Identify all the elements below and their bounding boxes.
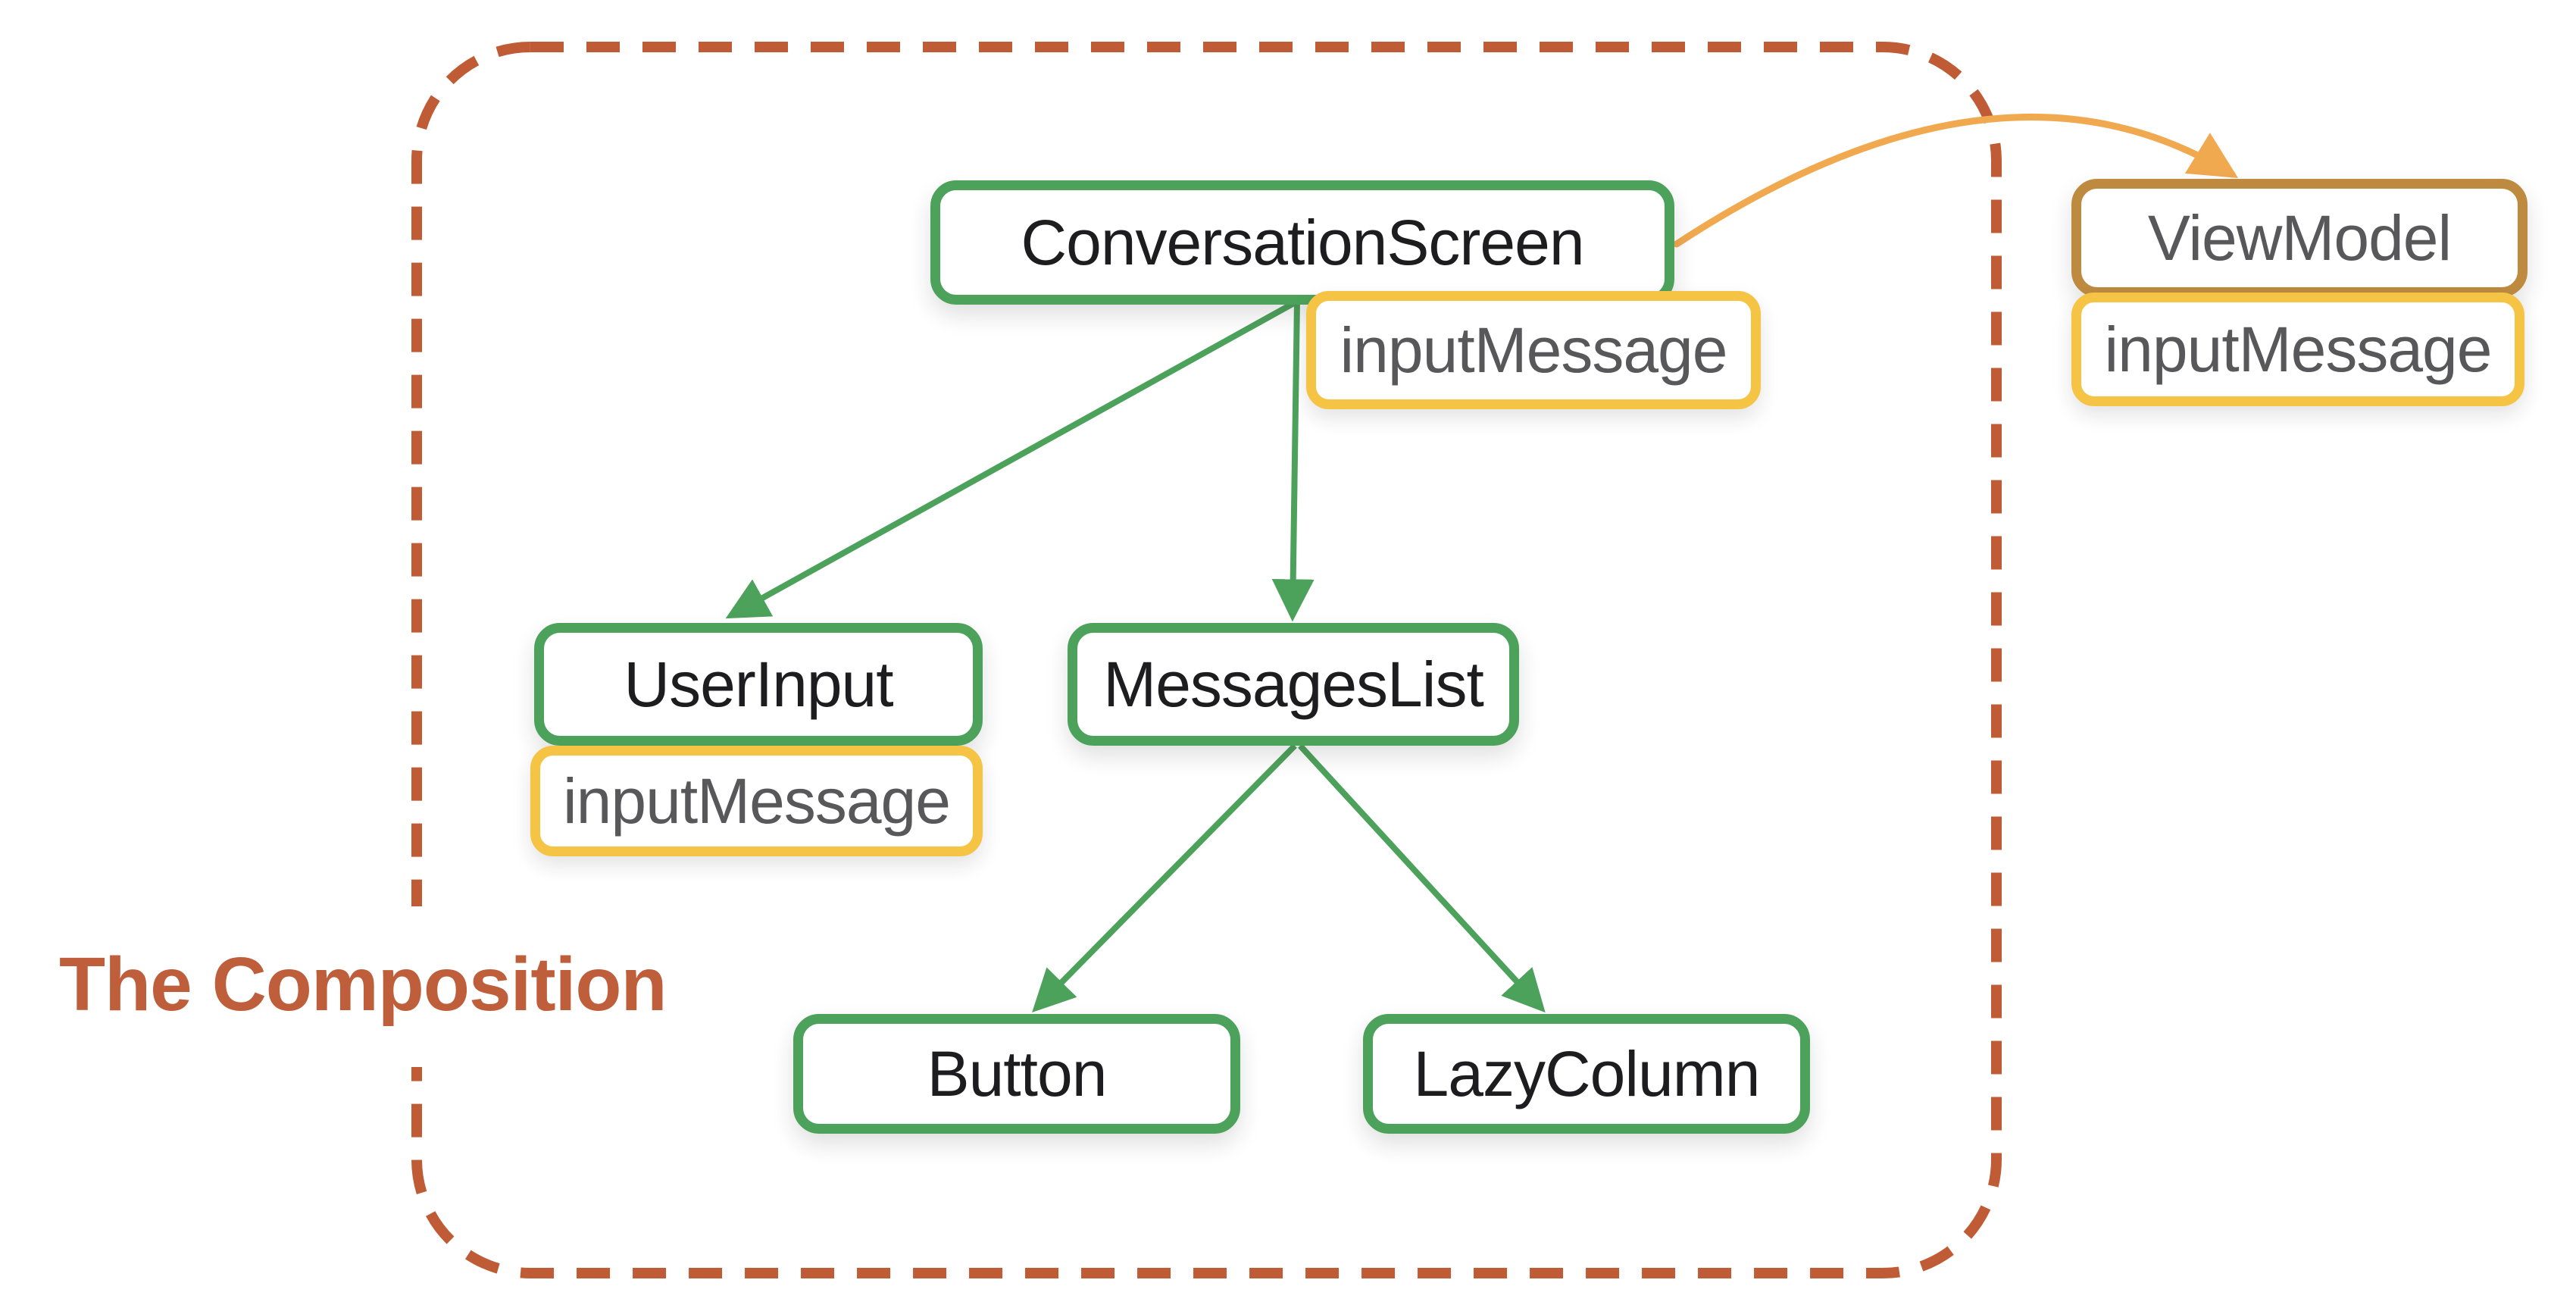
node-lazy-column: LazyColumn bbox=[1363, 1014, 1810, 1134]
edge-conversationscreen-messageslist bbox=[1271, 299, 1315, 622]
edge-conversationscreen-userinput bbox=[725, 297, 1301, 619]
node-button-label: Button bbox=[927, 1037, 1108, 1109]
badge-conversation-screen-state: inputMessage bbox=[1306, 291, 1761, 409]
edge-messageslist-button bbox=[1032, 743, 1297, 1012]
node-view-model: ViewModel bbox=[2071, 179, 2528, 297]
node-messages-list-label: MessagesList bbox=[1103, 648, 1484, 720]
title-backdrop bbox=[36, 906, 692, 1067]
node-user-input: UserInput bbox=[534, 623, 983, 746]
node-conversation-screen-label: ConversationScreen bbox=[1021, 206, 1584, 278]
edge-messageslist-lazycolumn bbox=[1298, 743, 1546, 1013]
composition-title: The Composition bbox=[59, 942, 667, 1027]
badge-view-model-state: inputMessage bbox=[2071, 293, 2524, 406]
badge-user-input-state-label: inputMessage bbox=[563, 765, 951, 837]
node-button: Button bbox=[793, 1014, 1240, 1134]
composition-boundary-dashed-border bbox=[411, 42, 2002, 1278]
node-messages-list: MessagesList bbox=[1068, 623, 1519, 746]
badge-user-input-state: inputMessage bbox=[530, 746, 983, 856]
edge-conversationscreen-viewmodel bbox=[1673, 114, 2239, 248]
node-user-input-label: UserInput bbox=[624, 648, 893, 720]
node-view-model-label: ViewModel bbox=[2147, 202, 2452, 274]
badge-conversation-screen-state-label: inputMessage bbox=[1340, 314, 1728, 386]
node-lazy-column-label: LazyColumn bbox=[1413, 1037, 1761, 1109]
badge-view-model-state-label: inputMessage bbox=[2104, 313, 2493, 385]
node-conversation-screen: ConversationScreen bbox=[930, 180, 1674, 305]
